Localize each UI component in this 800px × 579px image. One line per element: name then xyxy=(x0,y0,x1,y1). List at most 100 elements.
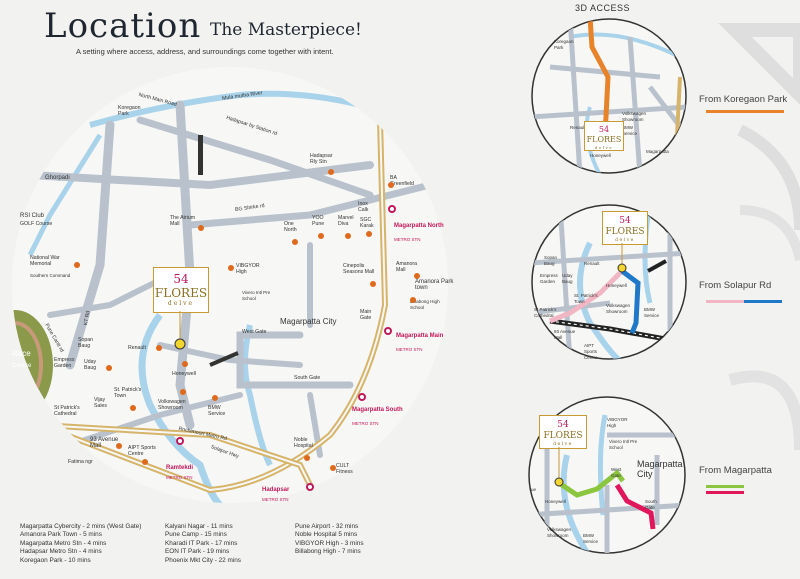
main-gate-label: Main Gate xyxy=(360,309,372,321)
cult-label: CULT Fitness xyxy=(336,463,353,475)
project-sub: delve xyxy=(167,300,195,307)
billabong-label: Billabong High School xyxy=(410,299,440,310)
volkswagen-label: Volkswagen Showroom xyxy=(158,399,186,411)
inset1-project-logo: 54 FLORES delve xyxy=(584,121,624,151)
inset1-renault-label: Renault xyxy=(570,125,586,130)
ba-greenfield-label: BA Greenfield xyxy=(390,175,414,187)
inset2-project-logo: 54 FLORES delve xyxy=(602,211,648,245)
legend-column-3: Pune Airport - 32 mins Noble Hospital 5 … xyxy=(295,523,364,557)
legend-item: Koregaon Park - 10 mins xyxy=(20,556,91,564)
inset3-pin xyxy=(554,447,564,487)
renault-label: Renault xyxy=(128,345,146,351)
legend-item: EON IT Park - 19 mins xyxy=(165,548,230,556)
page-title: Location xyxy=(44,6,202,46)
main-map-svg xyxy=(12,67,448,503)
inset2-project-sub: delve xyxy=(615,238,635,243)
inset3-project-logo: 54 FLORES delve xyxy=(539,415,587,449)
inset3-bmw-label: BMW Service xyxy=(583,533,599,544)
honeywell-marker xyxy=(182,361,188,367)
mag-north-label: Magarpatta North xyxy=(394,223,444,229)
st-patricks-town-label: St. Patrick's Town xyxy=(114,387,142,399)
legend-item: Amanora Park Town - 5 mins xyxy=(20,531,102,539)
mag-north-metro-icon xyxy=(388,205,396,213)
inset-koregaon[interactable]: Koregaon Park Honeywell BMW Service Rena… xyxy=(530,17,688,175)
inset2-uday-label: Uday Baug xyxy=(562,273,573,284)
inset3-westgate-label: West Gate xyxy=(611,467,622,478)
vivero-label: Vivero Intl Pre School xyxy=(242,290,271,301)
inset3-vivero-label: Vivero Intl Pre School xyxy=(609,439,638,450)
legend-item: Pune Camp - 15 mins xyxy=(165,531,227,539)
inset2-volks-label: Volkswagen Showroom xyxy=(606,303,631,314)
inset3-project-sub: delve xyxy=(553,442,573,447)
ramtekdi-sub: METRO STN xyxy=(166,475,193,480)
inset1-honeywell-label: Honeywell xyxy=(590,153,611,158)
inset1-bmw-label: BMW Service xyxy=(622,125,638,136)
inset2-cathedral-label: St Patrick's Cathedral xyxy=(534,307,557,318)
inset1-project-name: FLORES xyxy=(586,135,622,144)
inset2-renault-label: Renault xyxy=(584,261,600,266)
hadapsar-metro-icon xyxy=(306,483,314,491)
mag-south-metro-icon xyxy=(358,393,366,401)
inset2-bmw-label: BMW Service xyxy=(644,307,660,318)
inset3-project-number: 54 xyxy=(557,420,569,430)
inset1-volkswagen-label: Volkswagen Showroom xyxy=(622,111,647,122)
rsi-club-label: RSI Club xyxy=(20,213,45,219)
ramtekdi-metro-icon xyxy=(176,437,184,445)
project-name: FLORES xyxy=(154,286,208,300)
magarpatta-city-label: Magarpatta City xyxy=(280,317,337,326)
93-avenue-marker xyxy=(116,443,122,449)
vibgyor-marker xyxy=(228,265,234,271)
one-north-label: One North xyxy=(284,221,297,233)
bmw-marker xyxy=(212,395,218,401)
inox-label: Inox Calk xyxy=(358,201,369,213)
cult-marker xyxy=(330,465,336,471)
legend-column-2: Kalyani Nagar - 11 mins Pune Camp - 15 m… xyxy=(165,523,241,565)
legend-item: Hadapsar Metro Stn - 4 mins xyxy=(20,548,102,556)
tagline: A setting where access, address, and sur… xyxy=(76,47,334,56)
yoo-pune-marker xyxy=(318,233,324,239)
legend-item: Noble Hospital 5 mins xyxy=(295,531,358,539)
inset1-magarpatta-label: Magarpatta xyxy=(646,149,669,154)
inset2-sopan-label: Sopan Baug xyxy=(544,255,558,266)
aipt-marker xyxy=(142,459,148,465)
honeywell-label: Honeywell xyxy=(172,371,196,377)
west-gate-label: West Gate xyxy=(242,329,267,335)
race-label: Race xyxy=(12,349,31,358)
st-patricks-cathedral-label: St Patrick's Cathedral xyxy=(54,405,80,417)
inset2-empress-label: Empress Garden xyxy=(540,273,558,284)
yoo-pune-label: YOO Pune xyxy=(312,215,325,227)
inset-solapur[interactable]: Sopan Baug Empress Garden Uday Baug Rena… xyxy=(530,203,688,361)
legend-item: Kalyani Nagar - 11 mins xyxy=(165,523,233,530)
hadapsar-metro-sub: METRO STN xyxy=(262,497,289,502)
hadapsar-rly-label: Hadapsar Rly Stn xyxy=(310,153,333,165)
vijay-sales-label: Vijay Sales xyxy=(94,397,107,409)
project-logo-pin[interactable]: 54 FLORES delve xyxy=(153,267,209,313)
page-subtitle: The Masterpiece! xyxy=(210,20,362,40)
mag-main-label: Magarpatta Main xyxy=(396,333,444,339)
route-label-solapur: From Solapur Rd xyxy=(699,280,772,291)
access-title: 3D ACCESS xyxy=(575,3,631,13)
inset2-honeywell-label: Honeywell xyxy=(606,283,627,288)
inset3-magarpatta-label: Magarpatta City xyxy=(637,459,683,479)
legend-item: VIBGYOR High - 3 mins xyxy=(295,539,364,547)
inset3-volks-label: Volkswagen Showroom xyxy=(547,527,572,538)
billabong-marker xyxy=(410,297,416,303)
inset3-vibgyor-label: VIBGYOR High xyxy=(607,417,628,428)
renault-marker xyxy=(156,345,162,351)
mag-north-sub: METRO STN xyxy=(394,237,421,242)
inset2-aipt-label: AIPT Sports Centre xyxy=(584,343,598,360)
inset3-cathedral-label: ue xyxy=(531,487,537,492)
mag-main-metro-icon xyxy=(384,327,392,335)
ghorpadi-label: Ghorpadi xyxy=(45,175,70,181)
main-location-map: Mula mutha River Koregaon Park North Mai… xyxy=(10,65,453,505)
sopan-baug-label: Sopan Baug xyxy=(78,337,94,349)
noble-marker xyxy=(304,455,310,461)
route-line-magarpatta-b xyxy=(706,491,744,494)
one-north-marker xyxy=(292,239,298,245)
inset-magarpatta[interactable]: VIBGYOR High Vivero Intl Pre School Maga… xyxy=(527,395,687,555)
inset-koregaon-svg xyxy=(531,18,687,174)
mag-main-sub: METRO STN xyxy=(396,347,423,352)
ba-greenfield-marker xyxy=(388,182,394,188)
legend-item: Kharadi IT Park - 17 mins xyxy=(165,539,238,547)
